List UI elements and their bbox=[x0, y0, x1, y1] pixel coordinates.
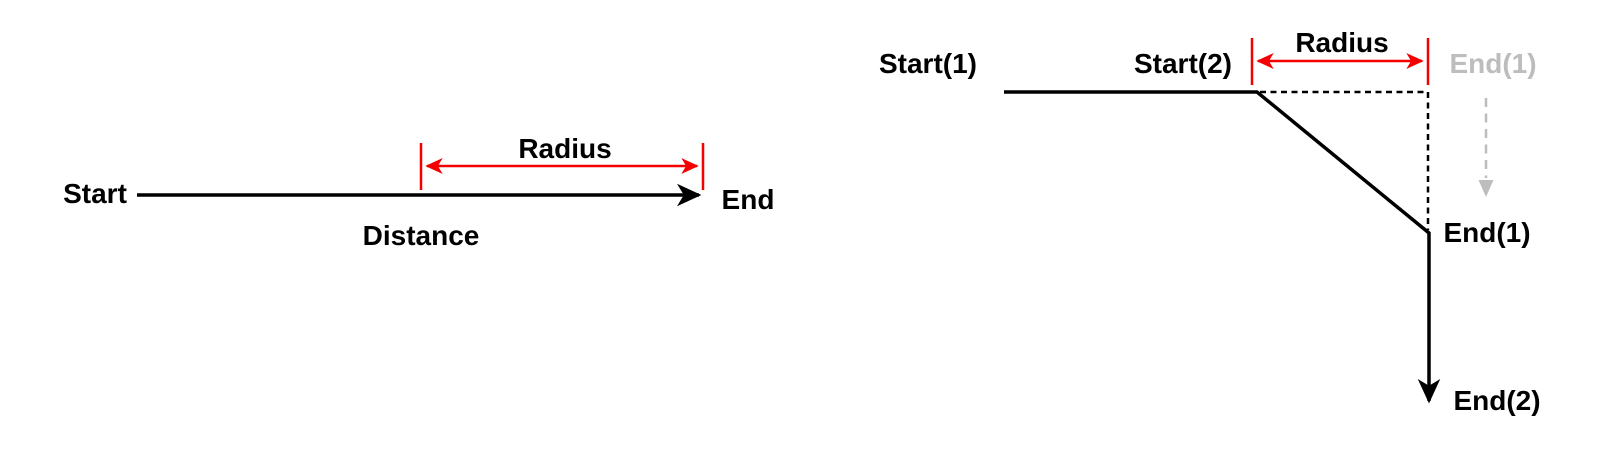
right-start1-label: Start(1) bbox=[879, 48, 977, 79]
right-end1-label: End(1) bbox=[1443, 217, 1530, 248]
left-start-label: Start bbox=[63, 178, 127, 209]
right-radius-label: Radius bbox=[1295, 27, 1388, 58]
left-end-label: End bbox=[722, 184, 775, 215]
right-path-arrow-line bbox=[1004, 90, 1441, 404]
right-bent-path-diagram: Start(1) Start(2) Radius End(1) End(1) E… bbox=[879, 27, 1541, 416]
left-distance-label: Distance bbox=[363, 220, 480, 251]
ghost-drop-arrowhead-icon bbox=[1478, 180, 1494, 197]
right-end2-label: End(2) bbox=[1453, 385, 1540, 416]
right-end1-ghost-label: End(1) bbox=[1449, 48, 1536, 79]
left-radius-label: Radius bbox=[518, 133, 611, 164]
right-start2-label: Start(2) bbox=[1134, 48, 1232, 79]
right-original-path-dashed-guide bbox=[1260, 90, 1430, 230]
left-distance-diagram: Start End Radius Distance bbox=[63, 133, 774, 251]
